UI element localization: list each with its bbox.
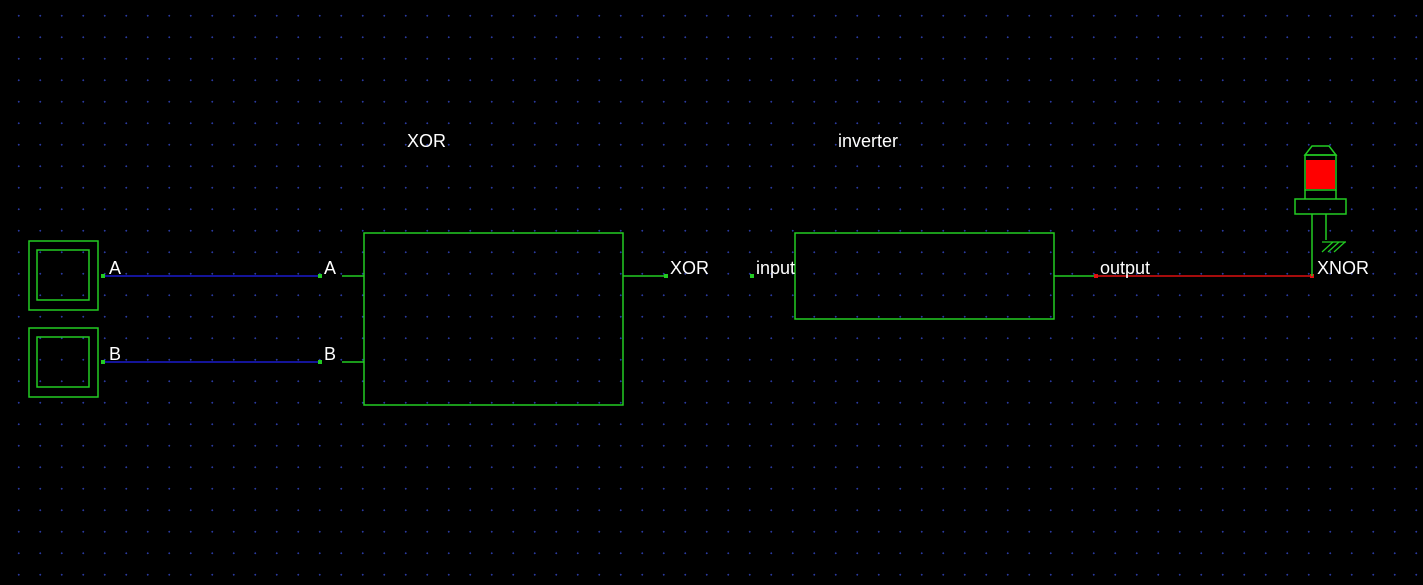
inverter-block[interactable] (794, 232, 1096, 320)
xor-pin-a-label: A (324, 258, 337, 278)
xor-block[interactable] (342, 232, 666, 406)
probe-label: XNOR (1317, 258, 1370, 278)
probe-led[interactable] (1294, 145, 1347, 276)
input-a-label: A (109, 258, 122, 278)
inverter-block-title: inverter (838, 131, 899, 151)
xor-block-title: XOR (407, 131, 447, 151)
wire-b-node-left (101, 360, 105, 364)
led-lit-indicator (1306, 160, 1335, 189)
ground-icon (1321, 241, 1346, 253)
input-switch-b[interactable] (28, 327, 99, 398)
wire-b-node-right (318, 360, 322, 364)
xor-pin-b-label: B (324, 344, 337, 364)
xor-out-pin-node (664, 274, 668, 278)
wire-a-node-right (318, 274, 322, 278)
wire-xnor-node-left (1094, 274, 1098, 278)
input-switch-a[interactable] (28, 240, 99, 311)
input-b-label: B (109, 344, 122, 364)
inverter-out-pin-label: output (1100, 258, 1151, 278)
wire-a-node-left (101, 274, 105, 278)
xor-out-pin-label: XOR (670, 258, 710, 278)
inverter-in-pin-label: input (756, 258, 796, 278)
inverter-in-pin-node (750, 274, 754, 278)
